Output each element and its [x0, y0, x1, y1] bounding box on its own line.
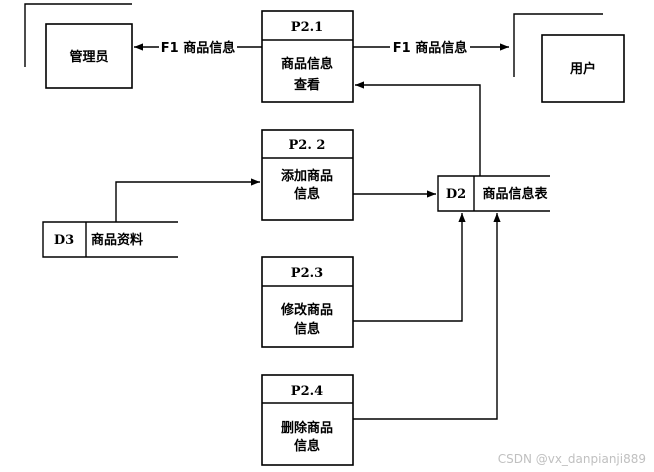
entity-user-label: 用户	[569, 61, 596, 77]
process-p2-3-line1: 修改商品	[280, 302, 333, 318]
entity-user-box	[541, 34, 625, 103]
store-d2-name: 商品信息表	[482, 186, 548, 202]
store-d2-id: D2	[446, 187, 466, 202]
process-p2-3-line2: 信息	[294, 321, 320, 337]
process-p2-1-id: P2.1	[291, 20, 323, 35]
process-p2-4: P2.4 删除商品 信息	[261, 374, 354, 466]
entity-admin-shadow	[24, 3, 132, 67]
flow-d2-to-p21	[355, 81, 481, 176]
process-p2-3: P2.3 修改商品 信息	[261, 256, 354, 348]
flow-p24-to-d2	[353, 213, 501, 420]
entity-user: 用户	[513, 13, 625, 103]
process-p2-2-line1: 添加商品	[281, 168, 333, 184]
watermark-text: CSDN @vx_danpianji889	[498, 452, 646, 466]
entity-admin-box	[45, 23, 133, 89]
process-p2-4-id: P2.4	[291, 384, 323, 399]
store-d3-id: D3	[54, 233, 74, 248]
store-d2-outline	[437, 175, 550, 212]
flow-p21-to-user-label: F1 商品信息	[393, 40, 467, 56]
flow-p21-to-admin-label: F1 商品信息	[161, 40, 235, 56]
store-d3: D3 商品资料	[42, 221, 178, 258]
entity-admin: 管理员	[24, 3, 133, 89]
process-p2-4-box	[261, 374, 354, 466]
process-p2-3-box	[261, 256, 354, 348]
process-p2-2-id: P2. 2	[289, 138, 326, 153]
store-d2: D2 商品信息表	[437, 175, 550, 212]
process-p2-4-line2: 信息	[294, 438, 320, 454]
store-d3-name: 商品资料	[91, 232, 143, 248]
flow-p23-to-d2	[353, 213, 466, 322]
entity-user-shadow	[513, 13, 603, 77]
process-p2-2-line2: 信息	[294, 186, 320, 202]
process-p2-2-box	[261, 129, 354, 221]
process-p2-4-line1: 删除商品	[281, 420, 333, 436]
process-p2-2: P2. 2 添加商品 信息	[261, 129, 354, 221]
process-p2-1: P2.1 商品信息 查看	[261, 10, 354, 103]
entity-admin-label: 管理员	[69, 49, 108, 65]
process-p2-1-line2: 查看	[293, 77, 320, 93]
flow-d3-to-p22	[115, 178, 260, 222]
store-d3-outline	[42, 221, 178, 258]
process-p2-3-id: P2.3	[291, 266, 323, 281]
process-p2-1-line1: 商品信息	[281, 56, 333, 72]
process-p2-1-box	[261, 10, 354, 103]
